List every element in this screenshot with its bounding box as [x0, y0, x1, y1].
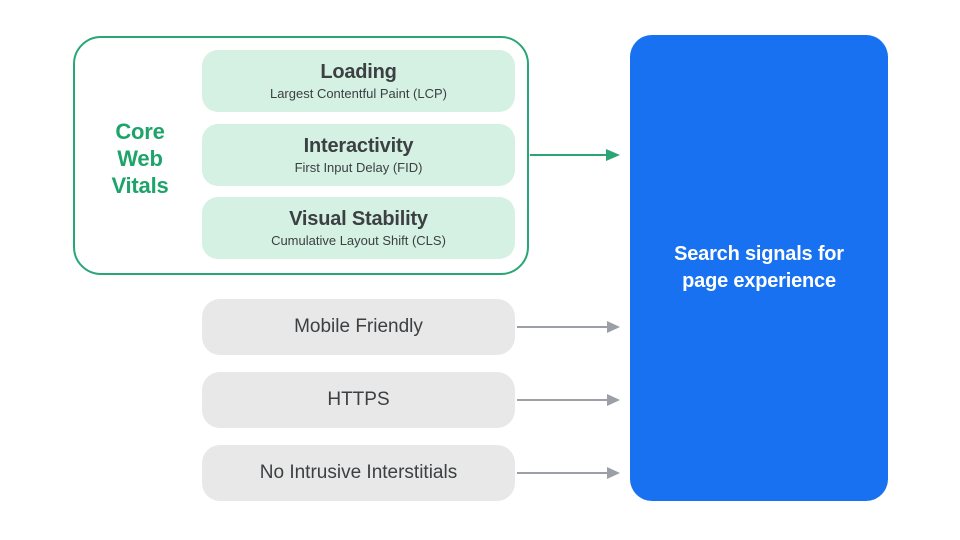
- arrow-shaft: [517, 399, 611, 401]
- search-signals-label: Search signals for page experience: [674, 243, 844, 292]
- no-intrusive-interstitials-arrow-icon: [517, 467, 620, 479]
- metric-loading-title: Loading: [320, 61, 397, 83]
- signal-no-intrusive-interstitials: No Intrusive Interstitials: [202, 445, 515, 501]
- arrow-head: [607, 321, 620, 333]
- metric-interactivity-title: Interactivity: [303, 135, 414, 157]
- signal-no-intrusive-interstitials-label: No Intrusive Interstitials: [259, 462, 458, 483]
- arrow-shaft: [517, 326, 611, 328]
- signal-mobile-friendly: Mobile Friendly: [202, 299, 515, 355]
- signal-https: HTTPS: [202, 372, 515, 428]
- metric-visual-stability: Visual Stability Cumulative Layout Shift…: [202, 197, 515, 259]
- core-web-vitals-label: Core Web Vitals: [111, 119, 169, 198]
- metric-interactivity: Interactivity First Input Delay (FID): [202, 124, 515, 186]
- metric-loading-subtitle: Largest Contentful Paint (LCP): [269, 86, 448, 101]
- arrow-head: [607, 467, 620, 479]
- signal-https-label: HTTPS: [327, 389, 390, 410]
- metric-visual-stability-title: Visual Stability: [289, 208, 428, 230]
- search-signals-box: Search signals for page experience: [630, 35, 888, 501]
- metric-visual-stability-subtitle: Cumulative Layout Shift (CLS): [271, 233, 446, 248]
- arrow-head: [607, 394, 620, 406]
- arrow-shaft: [517, 472, 611, 474]
- arrow-shaft: [530, 153, 611, 157]
- https-arrow-icon: [517, 394, 620, 406]
- signal-mobile-friendly-label: Mobile Friendly: [294, 316, 423, 337]
- metric-loading: Loading Largest Contentful Paint (LCP): [202, 50, 515, 112]
- mobile-friendly-arrow-icon: [517, 321, 620, 333]
- metric-interactivity-subtitle: First Input Delay (FID): [294, 160, 423, 175]
- arrow-head: [606, 149, 620, 161]
- core-web-vitals-arrow-icon: [530, 149, 620, 161]
